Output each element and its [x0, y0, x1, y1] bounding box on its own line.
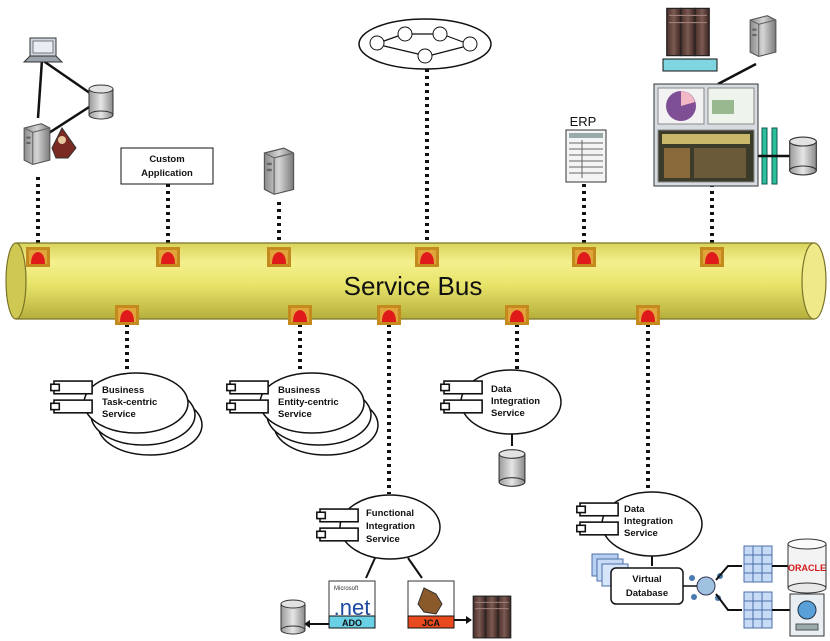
functional-integration-service: Functional Integration Service — [316, 494, 441, 579]
database-icon — [789, 136, 817, 176]
data1-line1: Data — [491, 384, 512, 395]
rack-server-icon — [472, 595, 512, 639]
port-bottom-1 — [115, 305, 139, 325]
jca-adapter: JCA — [407, 580, 512, 639]
database-icon — [88, 84, 114, 120]
port-top-2 — [156, 247, 180, 267]
port-bottom-5 — [636, 305, 660, 325]
data2-line3: Service — [624, 528, 658, 539]
oracle-label: ORACLE — [788, 563, 826, 573]
port-top-1 — [26, 247, 50, 267]
entity-line3: Service — [278, 409, 312, 420]
dotnet-ado-adapter: Microsoft .net ADO — [280, 580, 376, 635]
data1-line2: Integration — [491, 396, 540, 407]
business-task-centric-service: Business Task-centric Service — [50, 372, 203, 456]
data-integration-service-1: Data Integration Service — [440, 369, 562, 487]
bus-title: Service Bus — [344, 271, 483, 301]
ado-tag: ADO — [342, 618, 362, 628]
bottom-connectors — [125, 324, 650, 494]
task-line2: Task-centric — [102, 397, 157, 408]
jca-tag: JCA — [422, 618, 441, 628]
portal-cluster — [653, 7, 817, 187]
virtual-database-group: Virtual Database ORACLE — [591, 538, 827, 637]
net-brand: Microsoft — [334, 586, 359, 592]
port-bottom-2 — [288, 305, 312, 325]
dashboard-icon — [653, 83, 759, 187]
data2-line2: Integration — [624, 516, 673, 527]
erp-label: ERP — [570, 114, 597, 129]
custom-application: Custom Application — [120, 147, 214, 185]
task-line1: Business — [102, 385, 144, 396]
grid-table-icon — [743, 545, 773, 629]
service-bus: Service Bus — [5, 242, 827, 320]
database-icon — [498, 449, 526, 487]
client-server-group — [22, 37, 114, 166]
laptop-icon — [22, 37, 64, 63]
web-service-icon — [789, 593, 825, 637]
top-connectors — [36, 69, 714, 247]
data2-line1: Data — [624, 504, 645, 515]
entity-line1: Business — [278, 385, 320, 396]
workflow-icon — [358, 18, 492, 70]
user-badge-icon — [51, 127, 77, 159]
server-icon — [263, 147, 295, 196]
database-icon — [280, 599, 306, 635]
custom-app-line1: Custom — [149, 154, 184, 165]
port-top-6 — [700, 247, 724, 267]
port-bottom-4 — [505, 305, 529, 325]
functional-line2: Integration — [366, 521, 415, 532]
custom-app-line2: Application — [141, 168, 193, 179]
data-integration-service-2: Data Integration Service — [576, 491, 703, 566]
vdb-line1: Virtual — [632, 574, 661, 585]
cluster-link-icon — [758, 127, 790, 185]
port-top-5 — [572, 247, 596, 267]
functional-line1: Functional — [366, 508, 414, 519]
task-line3: Service — [102, 409, 136, 420]
port-top-4 — [415, 247, 439, 267]
data1-line3: Service — [491, 408, 525, 419]
port-bottom-3 — [377, 305, 401, 325]
vdb-line2: Database — [626, 588, 668, 599]
rack-server-icon — [666, 7, 710, 57]
oracle-db-icon: ORACLE — [787, 538, 827, 594]
erp-system: ERP — [565, 114, 607, 183]
business-entity-centric-service: Business Entity-centric Service — [226, 372, 379, 456]
port-top-3 — [267, 247, 291, 267]
entity-line2: Entity-centric — [278, 397, 339, 408]
functional-line3: Service — [366, 534, 400, 545]
server-icon — [23, 123, 51, 166]
server-icon — [749, 15, 777, 58]
